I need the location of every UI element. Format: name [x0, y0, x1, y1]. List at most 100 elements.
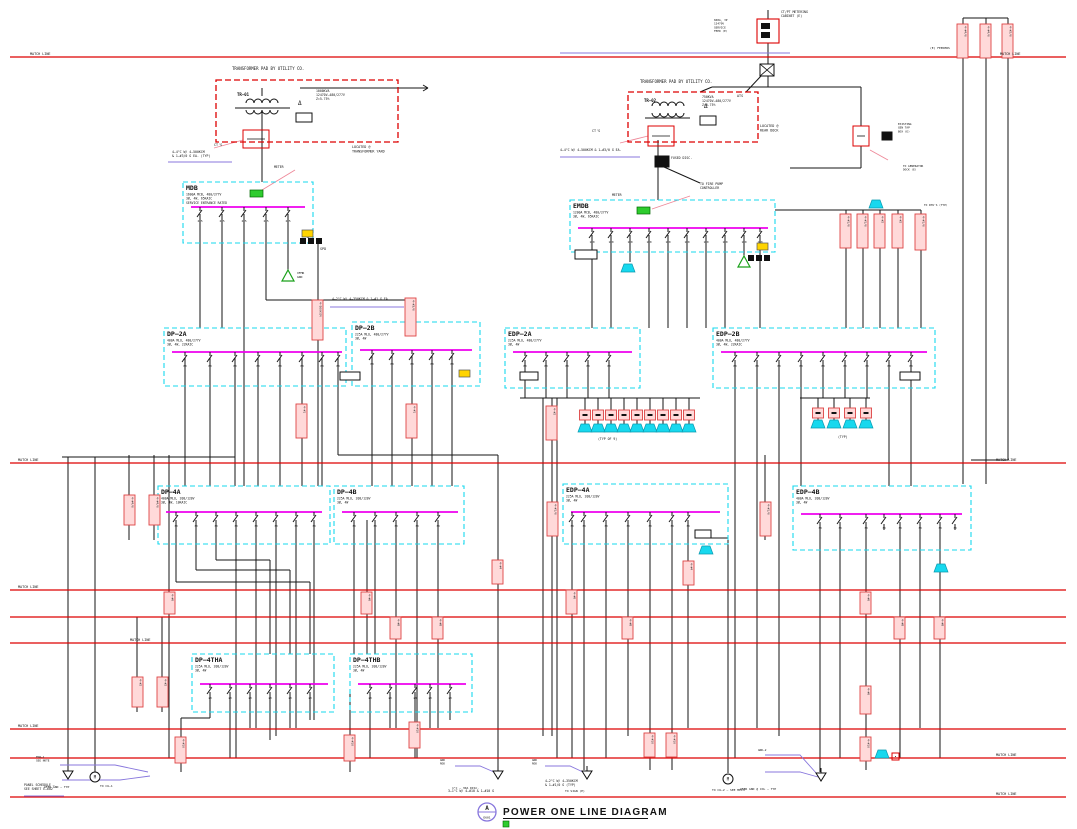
panel-name: EMDB [573, 202, 589, 210]
dry-transformer-icon [603, 423, 619, 433]
breaker-label: 100 [665, 240, 670, 244]
dry-transformer-icon [655, 423, 671, 433]
note-text: 4—2"C W/ 4—350KCM [545, 779, 578, 783]
panel-box [792, 485, 972, 551]
pink-leader [869, 149, 889, 161]
ct-inner-block [761, 32, 770, 38]
breaker-label: 30 [254, 524, 258, 528]
red-device-box [242, 129, 270, 149]
breaker-label: 100 [589, 240, 594, 244]
dry-transformer-icon [810, 419, 826, 429]
note-text: MATCH LINE [18, 585, 38, 589]
mini-feeder-tag-mark [673, 414, 679, 416]
motor-circle-icon [89, 771, 101, 783]
breaker-label: 100 [757, 240, 762, 244]
mini-feeder-tag-mark [608, 414, 614, 416]
device-box [519, 371, 539, 381]
breaker-symbol [172, 514, 179, 523]
note-text: TO CU—1 [100, 784, 113, 788]
breaker-symbol [646, 514, 653, 523]
feeder-tag-label: 4—500KCM [319, 302, 323, 317]
panel-spec: 3Ø, 4W, 10KAIC [161, 500, 187, 505]
breaker-symbol [284, 209, 291, 218]
ground-triangle-icon [815, 772, 827, 782]
breaker-symbol [684, 514, 691, 523]
breaker-label: 225 [241, 219, 246, 223]
breaker-label: 60 [410, 362, 414, 366]
note-text: GND—2 [758, 748, 767, 752]
note-text: & 1—#3/0 G EA. (TYP) [172, 154, 210, 158]
feeder-tag [859, 591, 872, 615]
device-box [899, 371, 921, 381]
ct-inner-block [761, 23, 770, 29]
feeder-tag [1001, 23, 1014, 59]
pink-leader [651, 195, 691, 210]
feeder-tag [123, 494, 136, 526]
panel-box [712, 327, 936, 389]
panel-name: DP—2B [355, 324, 375, 332]
breaker-symbol [254, 354, 261, 363]
panel-spec: 3Ø, 4W [508, 342, 519, 347]
note-text: FEED (E) [714, 29, 728, 33]
feeder-tag-label: 4—#4/0 [964, 26, 968, 37]
breaker-label: 100 [608, 240, 613, 244]
breaker-symbol [819, 354, 826, 363]
breaker-label: 60 [450, 362, 454, 366]
yellow-device-box [458, 369, 471, 378]
feeder-tag [148, 494, 161, 526]
mini-feeder-tag-mark [686, 414, 692, 416]
feeder-tag [682, 560, 695, 586]
feeder-tag [873, 213, 886, 249]
breaker-symbol [863, 354, 870, 363]
breaker-label: 60 [300, 364, 304, 368]
breaker-symbol [702, 230, 709, 239]
feeder-tag [891, 213, 904, 249]
breaker-symbol [306, 686, 313, 695]
breaker-symbol [334, 354, 341, 363]
device-box [654, 155, 670, 168]
breaker-symbol [426, 686, 433, 695]
mini-feeder-tag-mark [595, 414, 601, 416]
breaker-symbol [413, 514, 420, 523]
breaker-label: 30 [604, 524, 608, 528]
breaker-symbol [448, 352, 455, 361]
breaker-symbol [386, 686, 393, 695]
feeder-tag-label: 4—#1/0 [847, 216, 851, 227]
note-text: SERVICE [714, 25, 726, 29]
feeder-tag [360, 591, 373, 615]
note-text: METER [274, 165, 284, 169]
breaker-label: 60 [370, 362, 374, 366]
breaker-symbol [276, 354, 283, 363]
mini-feeder-tag-mark [621, 414, 627, 416]
note-text: Z=5.75% [316, 97, 330, 101]
ground-triangle-icon [581, 770, 593, 780]
breaker-label: 60 [586, 364, 590, 368]
motor-circle-glyph: M [727, 777, 730, 782]
device-x-mark [759, 63, 775, 77]
feeder-tag-label: 4—#2 [164, 679, 168, 686]
breaker-label: 60 [733, 364, 737, 368]
breaker-symbol [563, 354, 570, 363]
note-text: CT'S [592, 129, 600, 133]
transformer-enclosure [215, 79, 399, 143]
note-text: FUSED DISC. [671, 156, 692, 160]
breaker-label: 60 [390, 362, 394, 366]
mini-feeder-tag-mark [660, 414, 666, 416]
breaker-label: 30 [436, 524, 440, 528]
feeder-tag-label: 4—#2 [881, 216, 885, 223]
note-text: UFER GND @ COL — TYP [740, 787, 776, 791]
panel-spec: 3Ø, 4W [353, 668, 364, 673]
panel-box [191, 653, 335, 713]
wire [699, 86, 713, 93]
panel-spec: 3Ø, 4W [195, 668, 206, 673]
feeder-tag [389, 616, 402, 640]
panel-spec: 3Ø, 4W, 65KAIC [573, 214, 599, 219]
panel-name: EDP—2B [716, 330, 740, 338]
breaker-label: 30 [648, 524, 652, 528]
breaker-symbol [836, 516, 843, 525]
panel-spec: 225A MLO, 208/120V [337, 497, 371, 501]
purple-leader [62, 775, 151, 781]
breaker-label: 60 [777, 364, 781, 368]
feeder-tag [546, 501, 559, 537]
ground-delta-icon [736, 254, 752, 268]
